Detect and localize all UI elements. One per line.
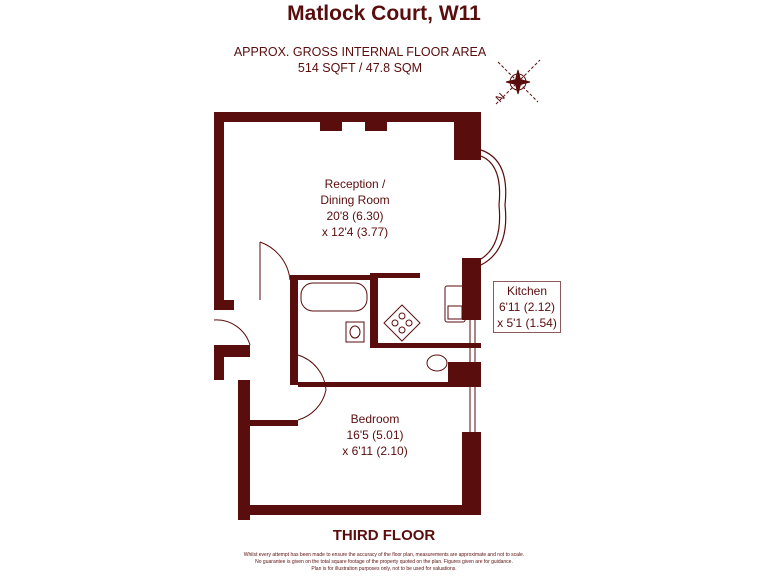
bathtub-icon bbox=[300, 282, 368, 312]
room-dimension: x 6'11 (2.10) bbox=[342, 444, 408, 458]
window-lines bbox=[469, 320, 476, 432]
basin-icon bbox=[345, 321, 365, 343]
hob-icon bbox=[383, 304, 421, 342]
floor-label: THIRD FLOOR bbox=[332, 527, 436, 544]
floor-area-value: 514 SQFT / 47.8 SQM bbox=[297, 61, 423, 75]
room-name: Kitchen bbox=[506, 284, 548, 298]
room-kitchen: Kitchen 6'11 (2.12) x 5'1 (1.54) bbox=[493, 281, 561, 333]
room-name: Reception / bbox=[324, 177, 386, 191]
svg-text:N: N bbox=[494, 91, 508, 105]
room-dimension: x 12'4 (3.77) bbox=[321, 225, 389, 239]
page-title: Matlock Court, W11 bbox=[287, 2, 481, 25]
disclaimer-line: Plan is for illustration purposes only, … bbox=[311, 566, 457, 572]
room-dimension: 16'5 (5.01) bbox=[346, 428, 404, 442]
disclaimer-line: Whilst every attempt has been made to en… bbox=[243, 552, 525, 558]
compass-icon: N bbox=[494, 59, 541, 105]
room-name: Dining Room bbox=[320, 193, 390, 207]
room-bedroom: Bedroom 16'5 (5.01) x 6'11 (2.10) bbox=[320, 411, 430, 459]
toilet-icon bbox=[426, 354, 448, 372]
walls bbox=[214, 112, 481, 520]
floor-area-label: APPROX. GROSS INTERNAL FLOOR AREA bbox=[233, 45, 487, 59]
bay-window bbox=[480, 149, 507, 266]
disclaimer: Whilst every attempt has been made to en… bbox=[0, 552, 768, 573]
doors bbox=[213, 241, 327, 421]
room-name: Bedroom bbox=[350, 412, 400, 426]
floor-area: APPROX. GROSS INTERNAL FLOOR AREA 514 SQ… bbox=[210, 44, 510, 76]
room-reception: Reception / Dining Room 20'8 (6.30) x 12… bbox=[300, 176, 410, 240]
room-dimension: x 5'1 (1.54) bbox=[497, 316, 557, 330]
room-dimension: 20'8 (6.30) bbox=[326, 209, 384, 223]
room-dimension: 6'11 (2.12) bbox=[498, 300, 556, 314]
sink-icon bbox=[444, 285, 466, 323]
disclaimer-line: No guarantee is given on the total squar… bbox=[255, 559, 513, 565]
